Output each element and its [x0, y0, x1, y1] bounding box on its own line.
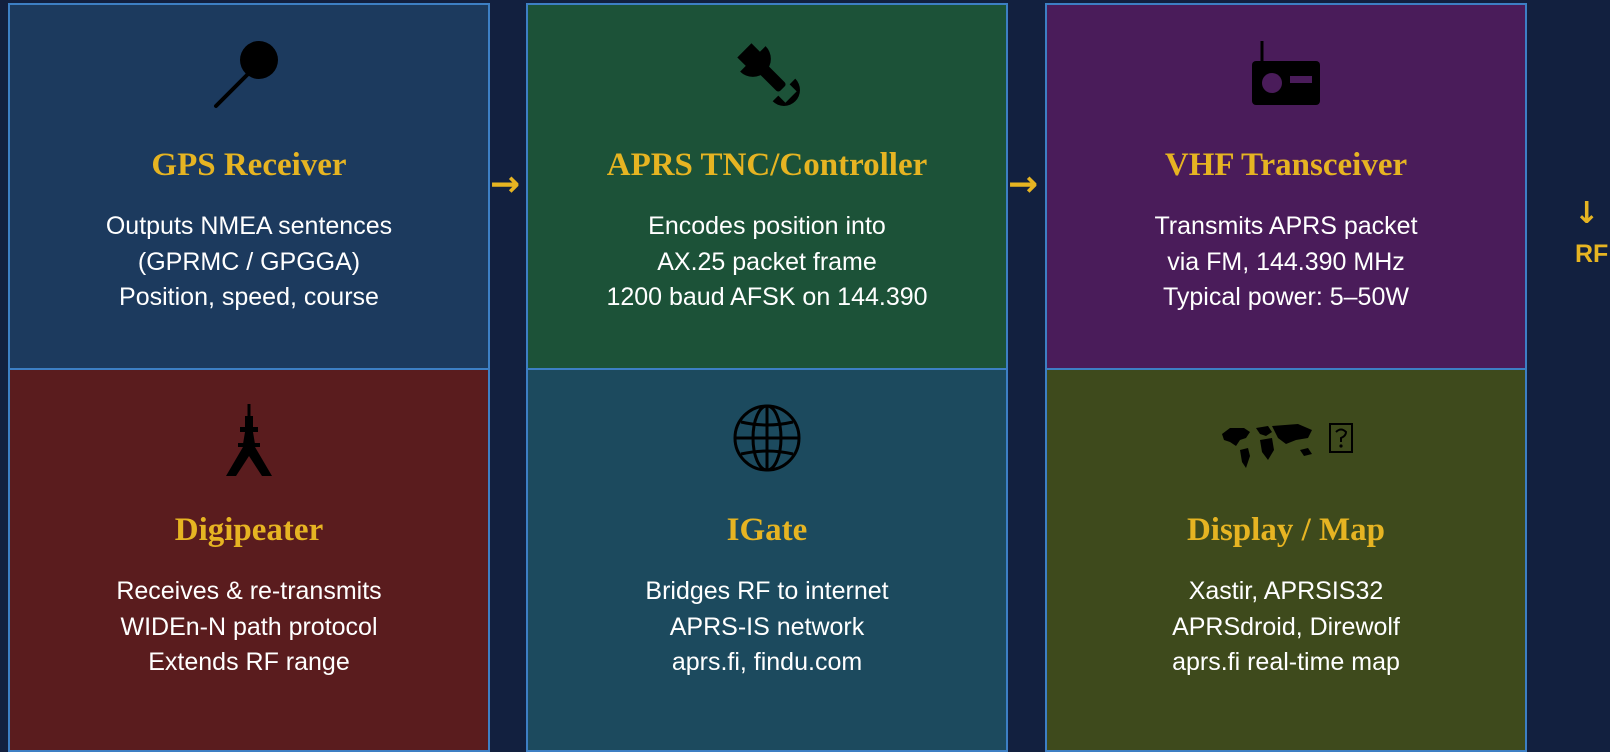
card-description: Transmits APRS packet via FM, 144.390 MH… [1047, 209, 1525, 316]
card-description: Encodes position into AX.25 packet frame… [528, 209, 1006, 316]
wrench-icon [528, 33, 1006, 113]
desc-line: aprs.fi real-time map [1172, 648, 1400, 676]
desc-line: Extends RF range [148, 648, 350, 676]
desc-line: 1200 baud AFSK on 144.390 [606, 283, 928, 311]
desc-line: APRSdroid, Direwolf [1172, 612, 1400, 641]
desc-line: Receives & re-transmits [116, 577, 382, 605]
radio-icon [1047, 33, 1525, 113]
card-description: Bridges RF to internet APRS-IS network a… [528, 574, 1006, 681]
rf-label: RF [1575, 240, 1609, 268]
card-aprs-tnc-controller: APRS TNC/Controller Encodes position int… [526, 3, 1008, 370]
desc-line: Typical power: 5–50W [1163, 283, 1409, 311]
card-display-map: Display / Map Xastir, APRSIS32 APRSdroid… [1045, 368, 1527, 752]
desc-line: Position, speed, course [119, 283, 379, 311]
desc-line: Encodes position into [648, 212, 886, 240]
card-title: APRS TNC/Controller [606, 147, 928, 183]
card-vhf-transceiver: VHF Transceiver Transmits APRS packet vi… [1045, 3, 1527, 370]
world-map-icon [1047, 398, 1525, 478]
arrow-down-icon: ↓ [1574, 196, 1600, 231]
arrow-right-icon: → [1008, 164, 1039, 205]
desc-line: Transmits APRS packet [1154, 212, 1418, 240]
card-igate: IGate Bridges RF to internet APRS-IS net… [526, 368, 1008, 752]
card-description: Receives & re-transmits WIDEn-N path pro… [10, 574, 488, 681]
desc-line: Outputs NMEA sentences [105, 212, 393, 240]
arrow-right-icon: → [490, 164, 521, 205]
desc-line: AX.25 packet frame [657, 247, 877, 276]
desc-line: Bridges RF to internet [645, 577, 889, 605]
card-title: GPS Receiver [151, 147, 347, 183]
card-title: Display / Map [1186, 512, 1386, 548]
desc-line: APRS-IS network [669, 612, 865, 641]
card-title: VHF Transceiver [1164, 147, 1408, 183]
globe-icon [528, 398, 1006, 478]
desc-line: (GPRMC / GPGGA) [137, 247, 361, 276]
card-title: IGate [726, 512, 808, 548]
desc-line: WIDEn-N path protocol [120, 612, 378, 641]
pushpin-icon [10, 33, 488, 113]
tower-icon [10, 398, 488, 478]
card-description: Xastir, APRSIS32 APRSdroid, Direwolf apr… [1047, 574, 1525, 681]
card-title: Digipeater [174, 512, 324, 548]
desc-line: Xastir, APRSIS32 [1188, 577, 1384, 605]
card-description: Outputs NMEA sentences (GPRMC / GPGGA) P… [10, 209, 488, 316]
card-gps-receiver: GPS Receiver Outputs NMEA sentences (GPR… [8, 3, 490, 370]
desc-line: aprs.fi, findu.com [671, 648, 863, 676]
card-digipeater: Digipeater Receives & re-transmits WIDEn… [8, 368, 490, 752]
desc-line: via FM, 144.390 MHz [1167, 247, 1405, 276]
